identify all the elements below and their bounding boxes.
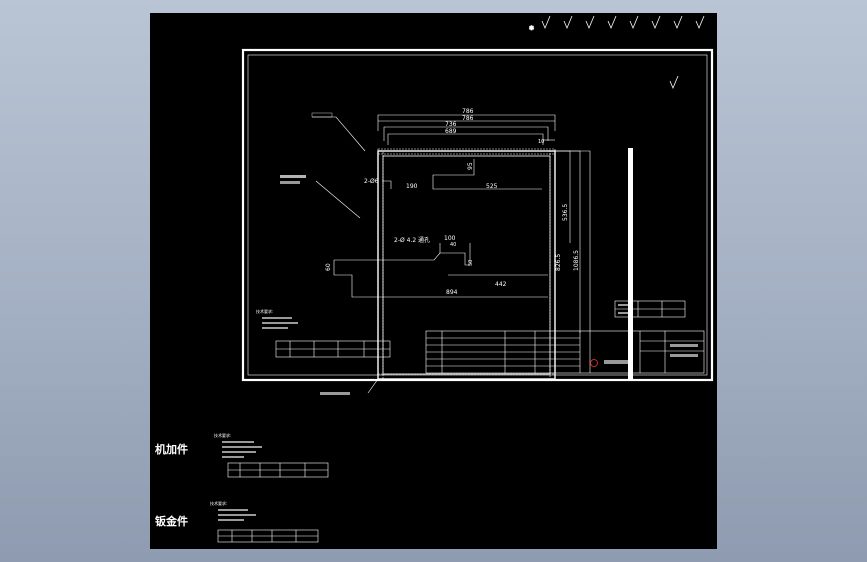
dim-826-5: 826.5 bbox=[555, 254, 562, 271]
roughness-symbol-icon bbox=[651, 15, 661, 30]
roughness-symbol-icon bbox=[607, 15, 617, 30]
leader-line-top bbox=[312, 116, 366, 152]
annotation-text-block bbox=[280, 181, 300, 184]
label-sheet-metal-part: 钣金件 bbox=[155, 514, 188, 528]
table-text-block bbox=[618, 304, 632, 306]
tech-note-line bbox=[262, 322, 298, 324]
dim-786-second: 786 bbox=[462, 115, 474, 122]
dim-95: 95 bbox=[467, 162, 474, 170]
tech-note-heading-mid: 技术要求: bbox=[214, 432, 231, 438]
tech-note-line bbox=[218, 514, 256, 516]
dim-442: 442 bbox=[495, 281, 507, 288]
tolerance-table-mid bbox=[227, 462, 329, 478]
middle-dimensions bbox=[333, 243, 548, 298]
tech-note-line bbox=[222, 456, 244, 458]
bottom-leader-note bbox=[320, 392, 350, 395]
bottom-edge-hatch bbox=[377, 373, 556, 380]
right-dimensions bbox=[555, 150, 591, 373]
tech-note-line bbox=[218, 509, 248, 511]
hole-note-4-2-thru: 2-Ø 4.2 通孔 bbox=[394, 236, 430, 244]
interior-dimensions bbox=[382, 159, 542, 190]
title-block bbox=[425, 330, 705, 374]
cad-drawing-canvas: ✱ 786 786 736 689 10 bbox=[155, 15, 714, 543]
drawing-frame-outer bbox=[241, 48, 714, 382]
title-text-block bbox=[670, 354, 698, 357]
tech-note-heading-bot: 技术要求: bbox=[210, 500, 227, 506]
title-text-block bbox=[670, 344, 698, 347]
tolerance-table-bot bbox=[217, 529, 319, 543]
annotation-leader-line bbox=[315, 180, 361, 219]
drawing-frame-inner bbox=[247, 54, 708, 376]
tech-note-line bbox=[222, 446, 262, 448]
dim-190: 190 bbox=[406, 183, 418, 190]
roughness-symbol-icon bbox=[669, 75, 679, 90]
dim-894: 894 bbox=[446, 289, 458, 296]
table-text-block bbox=[618, 312, 632, 314]
dim-736: 736 bbox=[445, 121, 457, 128]
dim-60: 60 bbox=[325, 263, 332, 271]
hole-note-2-phi6: 2-Ø6 bbox=[364, 178, 379, 185]
projection-symbol-icon bbox=[590, 359, 598, 367]
roughness-symbol-icon bbox=[541, 15, 551, 30]
roughness-symbol-icon bbox=[563, 15, 573, 30]
tech-note-line bbox=[222, 451, 256, 453]
dim-50: 50 bbox=[468, 260, 474, 266]
tech-note-heading-top: 技术要求: bbox=[256, 308, 273, 314]
top-edge-hatch bbox=[377, 148, 556, 155]
dim-40: 40 bbox=[450, 242, 456, 248]
dim-786-top: 786 bbox=[462, 108, 474, 115]
parts-table-right bbox=[614, 300, 686, 318]
dim-100: 100 bbox=[444, 235, 456, 242]
roughness-symbol-icon bbox=[673, 15, 683, 30]
roughness-symbol-icon bbox=[585, 15, 595, 30]
dim-10: 10 bbox=[538, 139, 544, 145]
dim-525: 525 bbox=[486, 183, 498, 190]
dim-689: 689 bbox=[445, 128, 457, 135]
title-text-block bbox=[604, 360, 632, 364]
dim-1086-5: 1086.5 bbox=[573, 250, 580, 271]
side-view-bar bbox=[628, 148, 633, 380]
tolerance-table-top bbox=[275, 340, 391, 358]
bottom-leader-line bbox=[367, 378, 379, 394]
main-part bbox=[377, 148, 556, 380]
roughness-symbols-row: ✱ bbox=[529, 15, 705, 32]
leader-note-text-block bbox=[311, 112, 333, 118]
annotation-text-block bbox=[280, 175, 306, 178]
roughness-symbol-icon bbox=[629, 15, 639, 30]
top-dimensions bbox=[377, 114, 556, 145]
cad-drawing-viewport[interactable]: ✱ 786 786 736 689 10 bbox=[150, 13, 717, 549]
tech-note-line bbox=[262, 327, 288, 329]
tech-note-line bbox=[222, 441, 254, 443]
roughness-symbol-icon bbox=[695, 15, 705, 30]
roughness-mark-1: ✱ bbox=[529, 25, 534, 32]
dim-536-5: 536.5 bbox=[562, 204, 569, 221]
tech-note-line bbox=[262, 317, 292, 319]
left-edge-hatch bbox=[377, 150, 384, 380]
tech-note-line bbox=[218, 519, 244, 521]
label-machined-part: 机加件 bbox=[155, 442, 188, 456]
